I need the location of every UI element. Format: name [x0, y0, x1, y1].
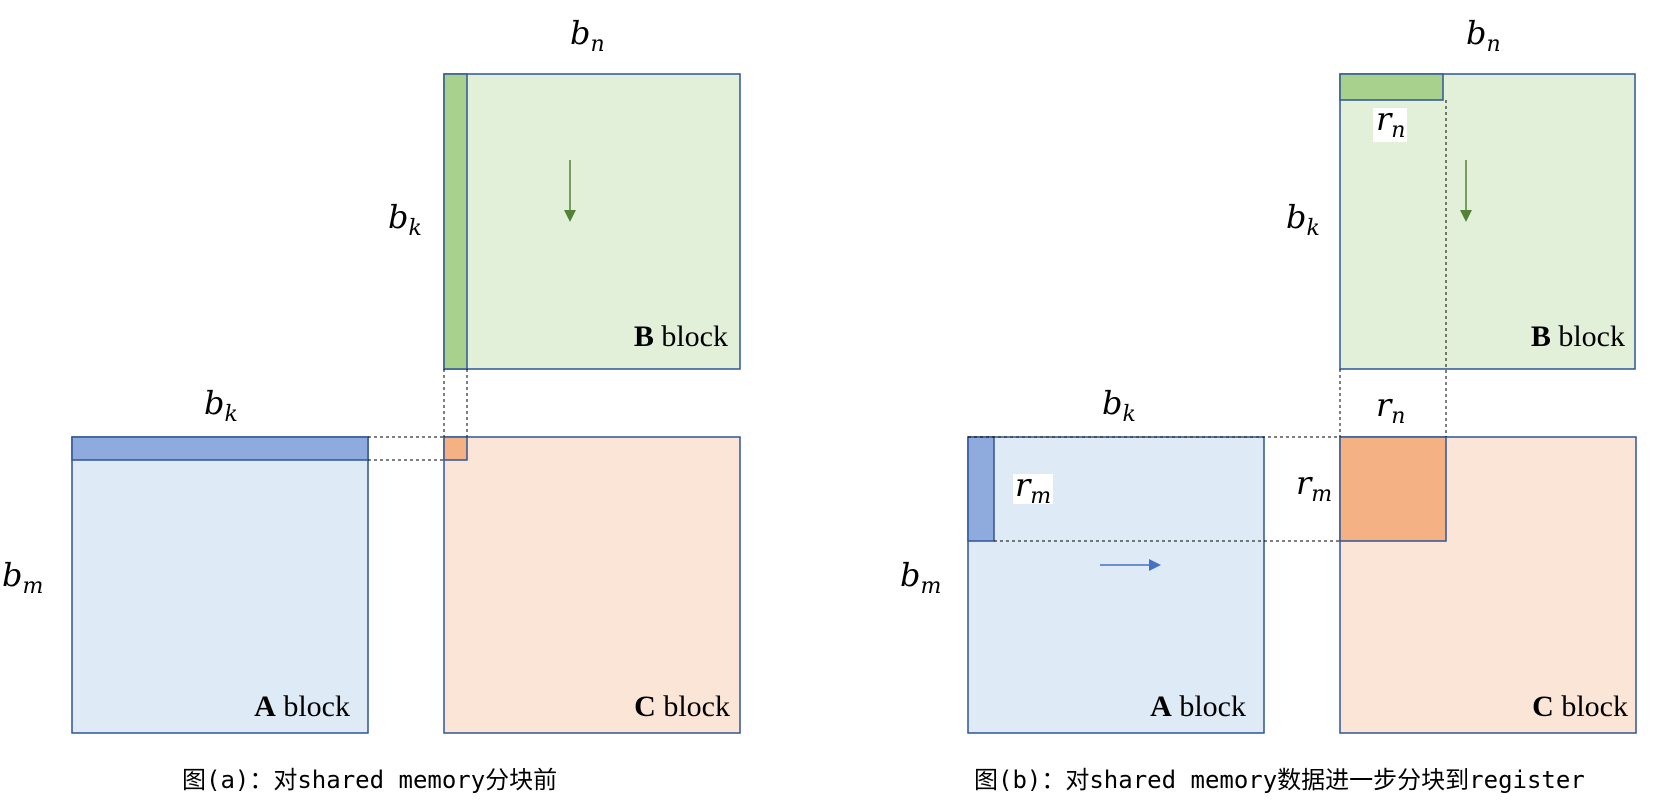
- c-block-a: [443, 436, 741, 734]
- label-rn-b-top: rn: [1376, 100, 1405, 143]
- b-block-a: [443, 73, 741, 370]
- label-bk-a-top: bk: [388, 198, 422, 241]
- label-bn-b: bn: [1466, 14, 1501, 57]
- block-label-c-right: C block: [1532, 690, 1628, 723]
- label-rn-b-mid: rn: [1376, 386, 1405, 429]
- arrow-down-icon: [1460, 160, 1472, 222]
- label-bm-a: bm: [2, 556, 43, 599]
- arrow-right-icon: [1100, 559, 1161, 571]
- label-bk-a-left: bk: [204, 384, 238, 427]
- label-rm-b-inside: rm: [1015, 466, 1051, 509]
- b-strip-b: [1339, 73, 1444, 101]
- rm-label-bg-a: [1013, 474, 1053, 504]
- c-tile-b: [1339, 436, 1447, 542]
- a-block-a: [71, 436, 369, 734]
- block-label-a: A block: [254, 690, 350, 723]
- caption-b: 图(b)：对shared memory数据进一步分块到register: [974, 766, 1585, 794]
- c-tile-a: [443, 436, 468, 461]
- rn-label-bg-top: [1373, 108, 1407, 142]
- a-strip-a: [71, 436, 369, 461]
- dashed-guides-a: [368, 369, 468, 461]
- panel-a: B block A block C block bn bk bk bm 图(a)…: [2, 14, 741, 794]
- label-bn-a: bn: [570, 14, 605, 57]
- label-bk-b-left: bk: [1102, 384, 1136, 427]
- block-label-c: C block: [634, 690, 730, 723]
- a-strip-b: [967, 436, 995, 542]
- a-block-b: [967, 436, 1265, 734]
- panel-b: B block A block C block bn rn bk bk rn r…: [900, 14, 1637, 794]
- dashed-guides-b: [968, 100, 1447, 542]
- label-bm-b: bm: [900, 556, 941, 599]
- caption-a: 图(a)：对shared memory分块前: [182, 766, 557, 794]
- label-bk-b-top: bk: [1286, 198, 1320, 241]
- b-strip-a: [443, 73, 468, 370]
- arrow-down-icon: [564, 160, 576, 222]
- block-label-b-right: B block: [1531, 320, 1625, 353]
- block-label-a-right: A block: [1150, 690, 1246, 723]
- label-rm-b-between: rm: [1296, 464, 1332, 507]
- block-label-b: B block: [634, 320, 728, 353]
